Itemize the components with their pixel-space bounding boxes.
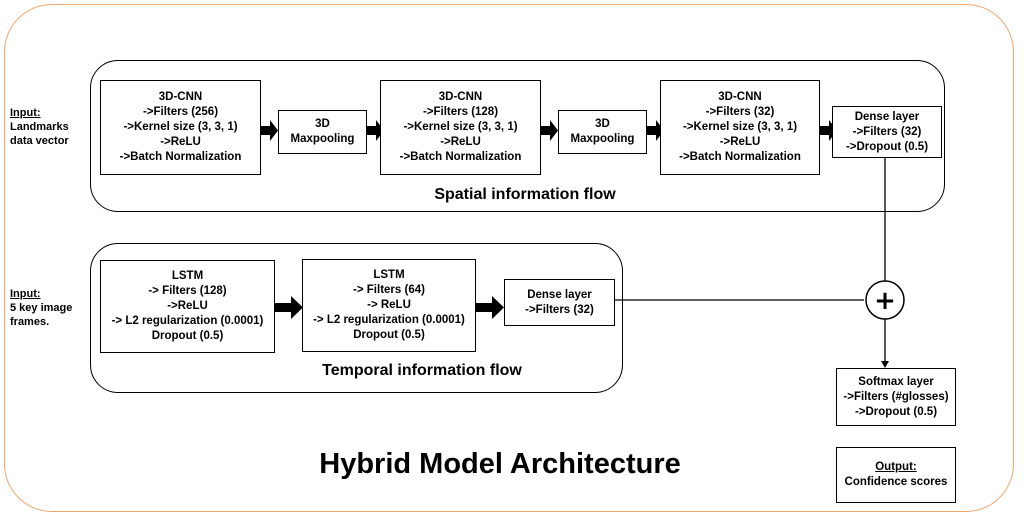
box-line: LSTM xyxy=(373,269,405,281)
spatial-input-label: Input: Landmarks data vector xyxy=(10,106,69,148)
box-line: ->Filters (#glosses) xyxy=(843,390,949,403)
arrow-cnn2-pool2 xyxy=(541,120,558,141)
box-line: ->Filters (32) xyxy=(705,106,775,118)
spatial-flow-title: Spatial information flow xyxy=(434,186,616,203)
box-line: ->Batch Normalization xyxy=(119,151,242,163)
box-line: 3D-CNN xyxy=(718,91,762,103)
cnn-box-1: 3D-CNN ->Filters (256) ->Kernel size (3,… xyxy=(100,80,261,175)
merge-symbol: + xyxy=(874,286,896,316)
arrowhead-softmax xyxy=(881,361,889,368)
box-line: ->Kernel size (3, 3, 1) xyxy=(682,121,798,133)
box-line: ->Batch Normalization xyxy=(399,151,522,163)
box-line: 3D xyxy=(315,118,330,130)
box-line: Dropout (0.5) xyxy=(151,330,224,342)
temporal-input-title: Input: xyxy=(10,288,41,300)
merge-circle xyxy=(865,280,905,320)
temporal-input-line: frames. xyxy=(10,316,50,328)
box-line: ->Dropout (0.5) xyxy=(845,140,929,153)
box-line: ->ReLU xyxy=(719,136,761,148)
temporal-flow-group xyxy=(90,243,623,393)
arrow-lstm1-lstm2 xyxy=(275,296,303,319)
box-line: 3D xyxy=(595,118,610,130)
maxpool-box-2: 3D Maxpooling xyxy=(558,110,647,154)
box-line: -> Filters (128) xyxy=(148,285,227,297)
softmax-box: Softmax layer ->Filters (#glosses) ->Dro… xyxy=(836,368,956,426)
lstm-box-2: LSTM -> Filters (64) -> ReLU -> L2 regul… xyxy=(302,259,476,352)
box-line: ->Filters (128) xyxy=(422,106,499,118)
maxpool-box-1: 3D Maxpooling xyxy=(278,110,367,154)
box-line: Dropout (0.5) xyxy=(353,329,425,341)
lstm-box-1: LSTM -> Filters (128) ->ReLU -> L2 regul… xyxy=(100,260,275,353)
temporal-flow-title: Temporal information flow xyxy=(322,362,522,379)
box-line: Dense layer xyxy=(854,110,920,123)
output-title: Output: xyxy=(875,461,917,473)
arrow-pool1-cnn2 xyxy=(367,120,384,141)
box-line: Softmax layer xyxy=(858,375,934,388)
spatial-dense-box: Dense layer ->Filters (32) ->Dropout (0.… xyxy=(832,106,942,158)
spatial-input-line: data vector xyxy=(10,135,69,147)
box-line: ->Kernel size (3, 3, 1) xyxy=(403,121,518,133)
box-line: ->Filters (256) xyxy=(142,106,219,118)
box-line: ->Filters (32) xyxy=(525,303,594,316)
box-line: ->ReLU xyxy=(167,300,208,312)
box-line: 3D-CNN xyxy=(158,91,203,103)
arrow-lstm2-dense xyxy=(476,296,504,319)
box-line: ->Dropout (0.5) xyxy=(854,405,938,418)
box-line: ->Filters (32) xyxy=(852,125,922,138)
temporal-dense-box: Dense layer ->Filters (32) xyxy=(504,279,615,326)
box-line: ->ReLU xyxy=(440,136,481,148)
box-line: Maxpooling xyxy=(570,133,635,145)
box-line: Dense layer xyxy=(527,288,592,301)
box-line: -> L2 regularization (0.0001) xyxy=(111,315,264,327)
cnn-box-2: 3D-CNN ->Filters (128) ->Kernel size (3,… xyxy=(380,80,541,175)
output-text: Confidence scores xyxy=(844,476,948,488)
spatial-flow-group xyxy=(90,60,945,212)
temporal-input-line: 5 key image xyxy=(10,302,73,314)
box-line: 3D-CNN xyxy=(438,91,483,103)
arrow-cnn1-pool1 xyxy=(261,120,278,141)
box-line: ->ReLU xyxy=(160,136,201,148)
box-line: LSTM xyxy=(171,270,204,282)
spatial-input-line: Landmarks xyxy=(10,121,69,133)
output-box: Output: Confidence scores xyxy=(836,447,956,503)
outer-frame xyxy=(4,4,1014,512)
cnn-box-3: 3D-CNN ->Filters (32) ->Kernel size (3, … xyxy=(660,80,820,175)
box-line: -> Filters (64) xyxy=(353,284,425,296)
arrow-pool2-cnn3 xyxy=(647,120,664,141)
box-line: -> L2 regularization (0.0001) xyxy=(313,314,465,326)
box-line: ->Batch Normalization xyxy=(679,151,801,163)
box-line: ->Kernel size (3, 3, 1) xyxy=(123,121,238,133)
temporal-input-label: Input: 5 key image frames. xyxy=(10,287,72,329)
spatial-input-title: Input: xyxy=(10,107,41,119)
main-title: Hybrid Model Architecture xyxy=(319,448,681,480)
box-line: Maxpooling xyxy=(290,133,355,145)
box-line: -> ReLU xyxy=(367,299,411,311)
